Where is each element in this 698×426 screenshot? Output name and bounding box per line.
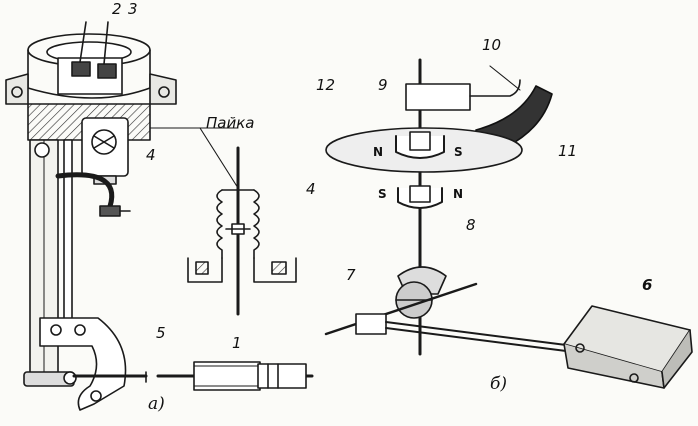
pole-n-upper: N — [373, 145, 384, 159]
label-6: 6 — [642, 276, 653, 294]
caption-a: а) — [148, 394, 165, 414]
bellows-detail — [149, 127, 297, 316]
label-5: 5 — [156, 324, 166, 342]
label-1: 1 — [232, 334, 242, 352]
solder-label: Пайка — [206, 114, 255, 132]
label-2: 2 — [112, 0, 122, 18]
label-3: 3 — [128, 0, 138, 18]
sensor-assembly-a — [5, 21, 177, 411]
label-11: 11 — [558, 142, 578, 160]
label-4-detail: 4 — [306, 180, 316, 198]
label-9: 9 — [378, 76, 388, 94]
bellows-unit-1 — [156, 361, 314, 391]
label-10: 10 — [482, 36, 502, 54]
caption-b: б) — [490, 374, 508, 394]
label-4-assembly: 4 — [146, 146, 156, 164]
label-7: 7 — [346, 266, 356, 284]
pole-s-lower: S — [378, 187, 387, 201]
pole-s-upper: S — [454, 145, 463, 159]
magnetic-drive-b — [324, 58, 693, 389]
label-12: 12 — [316, 76, 336, 94]
pole-n-lower: N — [453, 187, 464, 201]
label-8: 8 — [466, 216, 476, 234]
